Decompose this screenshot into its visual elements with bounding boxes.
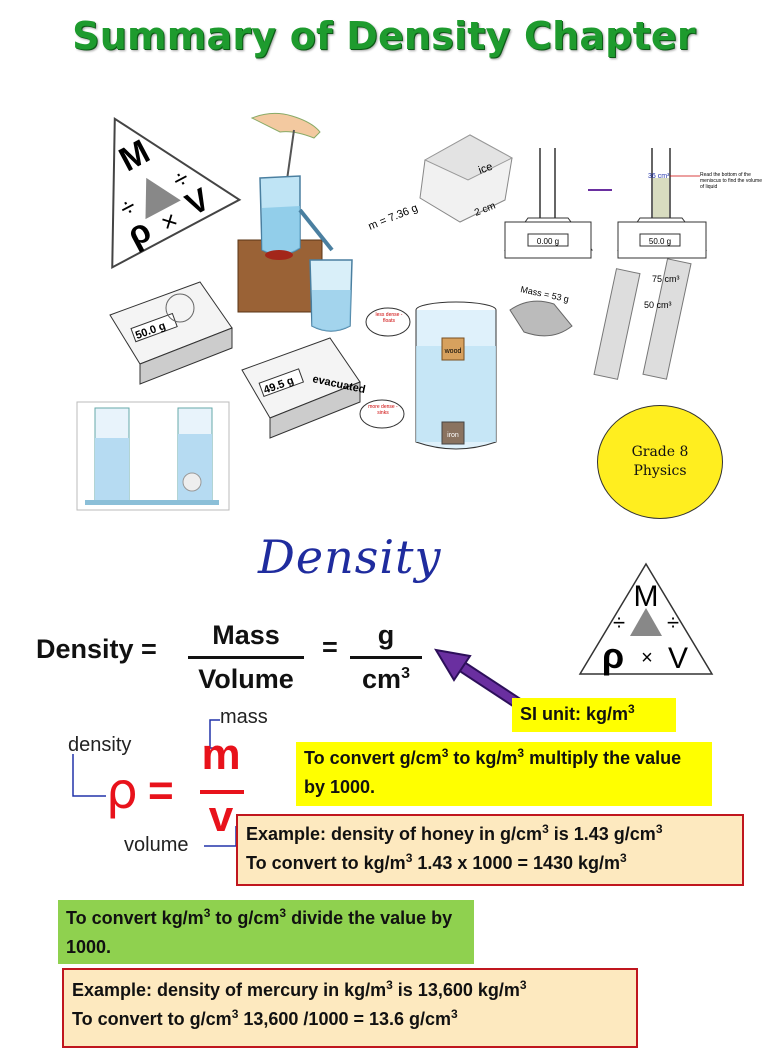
more-dense-note: more dense - sinks xyxy=(368,404,398,416)
float-sink-cylinder: wood iron less dense - floats more dense… xyxy=(359,301,497,450)
grade-badge: Grade 8 Physics xyxy=(597,405,723,519)
convert-g-to-kg-box: To convert g/cm3 to kg/m3 multiply the v… xyxy=(296,742,712,806)
v-symbol: v xyxy=(208,792,234,841)
volume-75-label: 75 cm³ xyxy=(652,274,680,284)
triangle-volume-letter: V xyxy=(668,642,688,675)
density-label: density xyxy=(68,734,132,756)
triangle-divide-right: ÷ xyxy=(667,610,679,635)
formula-triangle: M ÷ ÷ ρ × V xyxy=(578,562,714,676)
mass-label: mass xyxy=(220,706,268,728)
m-symbol: m xyxy=(201,730,241,779)
overflow-can-experiment xyxy=(237,112,353,332)
formula-equals: = xyxy=(322,632,338,662)
meniscus-note: Read the bottom of the meniscus to find … xyxy=(700,172,762,190)
m-over-v-bar xyxy=(200,790,244,794)
digital-scale-1: 50.0 g xyxy=(109,281,233,385)
balance-reading-full: 50.0 g xyxy=(649,237,671,246)
subject-line: Physics xyxy=(633,463,687,479)
convert-kg-to-g-box: To convert kg/m3 to g/cm3 divide the val… xyxy=(58,900,474,964)
displacement-cylinders: Mass = 53 g 75 cm³ 50 cm³ xyxy=(509,258,692,380)
measuring-cylinders-photo xyxy=(76,401,230,511)
grade-line: Grade 8 xyxy=(631,444,689,460)
arrow-to-si-unit xyxy=(434,648,526,712)
formula-numerator: Mass xyxy=(212,620,280,650)
triangle-mass-letter: M xyxy=(634,580,659,613)
rho-symbol: ρ xyxy=(106,762,138,820)
cylinder-balance-figure-2: 50.0 g 36 cm³ Read the bottom of the men… xyxy=(617,148,762,259)
density-illustration-collage: M ρ V × ÷ ÷ ice m = 7.36 g 2 cm 0.00 g xyxy=(76,112,762,511)
ice-label: ice xyxy=(477,161,494,177)
volume-50-label: 50 cm³ xyxy=(644,300,672,310)
triangle-density-letter: ρ xyxy=(602,635,624,676)
volume-label: volume xyxy=(124,834,189,856)
unit-fraction-bar xyxy=(350,656,422,659)
cylinder-balance-figure-1: 0.00 g xyxy=(504,148,593,259)
mercury-example-box: Example: density of mercury in kg/m3 is … xyxy=(62,968,638,1048)
rotated-formula-triangle: M ρ V × ÷ ÷ xyxy=(111,116,242,270)
ice-mass-label: m = 7.36 g xyxy=(367,202,420,233)
balance-reading-empty: 0.00 g xyxy=(537,237,559,246)
ice-block-figure: ice m = 7.36 g 2 cm xyxy=(367,134,514,233)
triangle-divide-left: ÷ xyxy=(613,610,625,635)
formula-fraction-bar xyxy=(188,656,304,659)
page-title: Summary of Density Chapter xyxy=(72,14,696,58)
cylinder-reading: 36 cm³ xyxy=(648,173,670,180)
formula-denominator: Volume xyxy=(198,664,294,694)
wood-label: wood xyxy=(444,348,462,355)
si-unit-box: SI unit: kg/m3 xyxy=(512,698,676,732)
rho-equals: = xyxy=(148,766,174,815)
formula-lhs: Density = xyxy=(36,634,157,664)
triangle-times: × xyxy=(641,647,653,669)
honey-example-box: Example: density of honey in g/cm3 is 1.… xyxy=(236,814,744,886)
less-dense-note: less dense - floats xyxy=(375,312,403,324)
unit-numerator: g xyxy=(377,620,395,650)
digital-scale-2: 49.5 g evacuated xyxy=(241,337,367,439)
density-heading: Density xyxy=(258,530,442,584)
mass-53-label: Mass = 53 g xyxy=(520,284,570,304)
iron-label: iron xyxy=(447,432,459,439)
unit-denominator: cm3 xyxy=(362,664,410,694)
